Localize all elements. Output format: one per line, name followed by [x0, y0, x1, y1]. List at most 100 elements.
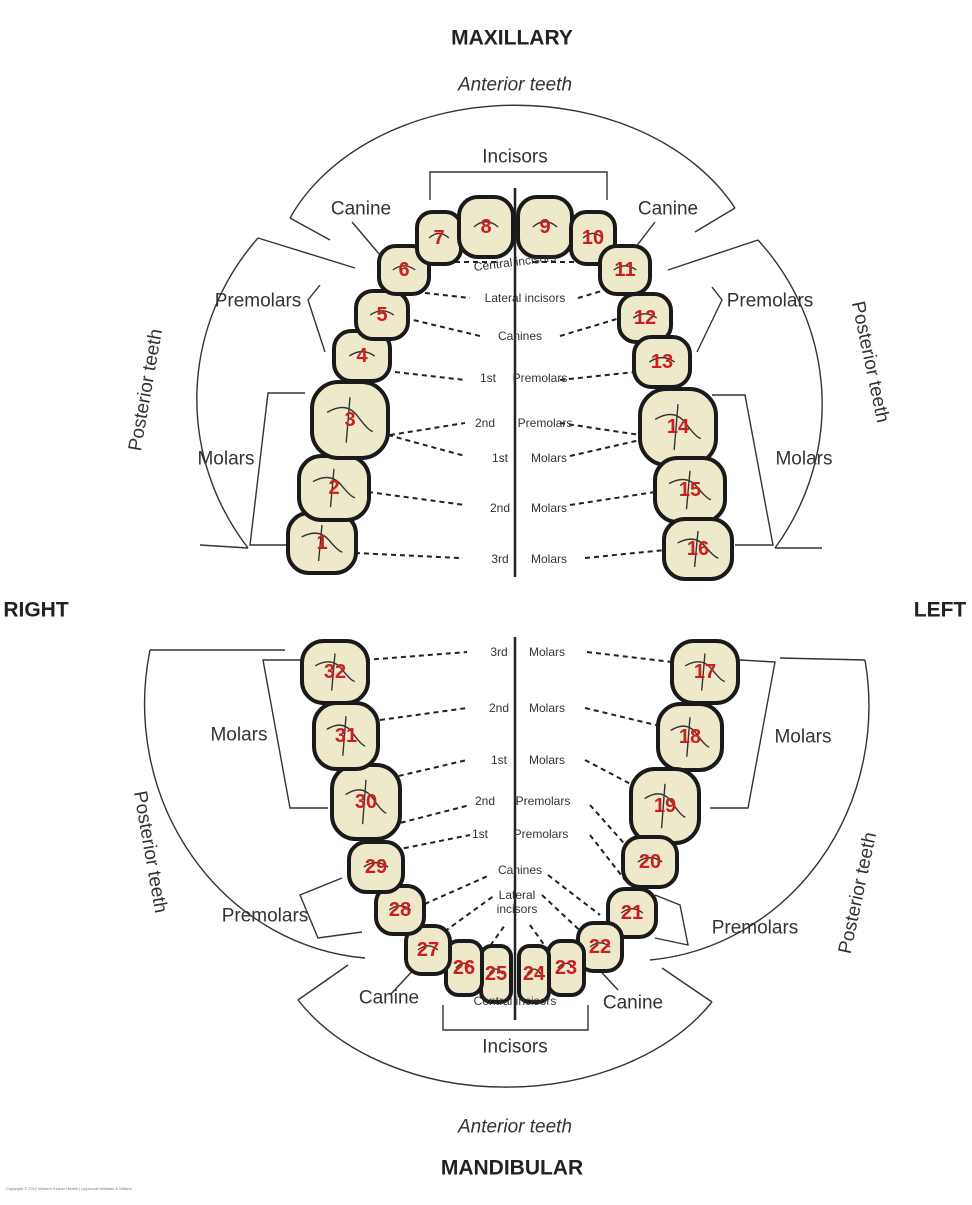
upper-mid-label-7: 2nd: [490, 501, 510, 515]
upper-canine-label-left: Canine: [331, 199, 391, 220]
tooth-31[interactable]: 31: [312, 701, 380, 771]
tooth-19[interactable]: 19: [629, 767, 701, 845]
upper-mid-label-7-b: Molars: [531, 501, 567, 515]
tooth-12[interactable]: 12: [617, 292, 673, 344]
tooth-7[interactable]: 7: [415, 210, 463, 266]
tooth-6[interactable]: 6: [377, 244, 431, 296]
tooth-11[interactable]: 11: [598, 244, 652, 296]
tooth-fissure: [369, 310, 395, 316]
lower-mid-label-8: Central incisors: [474, 994, 557, 1008]
tooth-number: 18: [679, 726, 701, 748]
tooth-16[interactable]: 16: [662, 517, 734, 581]
tooth-crown: [598, 244, 652, 296]
upper-mid-label-8-b: Molars: [531, 552, 567, 566]
tooth-3[interactable]: 3: [310, 380, 390, 460]
lower-anterior-arc: [297, 999, 713, 1088]
tooth-number: 10: [582, 227, 604, 249]
tooth-14[interactable]: 14: [638, 387, 718, 467]
tooth-8[interactable]: 8: [457, 195, 515, 259]
tooth-30[interactable]: 30: [330, 763, 402, 841]
tooth-number: 19: [654, 795, 676, 817]
copyright-notice: Copyright © 2012 Wolters Kluwer Health |…: [6, 1186, 132, 1191]
lower-posterior-label-right: Posterior teeth: [835, 830, 881, 955]
tooth-fissure: [620, 908, 644, 914]
tooth-fissure: [326, 397, 373, 443]
upper-posterior-label-left: Posterior teeth: [125, 327, 167, 452]
upper-premolars-bracket-left: [307, 284, 326, 353]
lower-canine-label-right: Canine: [603, 993, 663, 1014]
upper-molars-label-left: Molars: [197, 449, 254, 470]
lower-connector-right-3: [389, 759, 468, 779]
tooth-fissure: [684, 653, 725, 691]
upper-connector-right-2: [424, 292, 471, 299]
upper-connector-right-3: [404, 317, 481, 337]
lower-mid-label-7-b: incisors: [497, 902, 538, 916]
lower-molars-bracket-left: [262, 659, 328, 809]
tooth-fissure: [654, 404, 701, 450]
tooth-32[interactable]: 32: [300, 639, 370, 705]
tooth-17[interactable]: 17: [670, 639, 740, 705]
tooth-13[interactable]: 13: [632, 335, 692, 389]
tooth-number: 27: [417, 939, 439, 961]
tooth-21[interactable]: 21: [606, 887, 658, 939]
tooth-fissure: [326, 716, 366, 756]
tooth-number: 7: [433, 227, 444, 249]
tooth-number: 11: [614, 259, 635, 281]
lower-mid-label-1: 3rd: [490, 645, 507, 659]
lower-connector-left-1: [586, 651, 673, 663]
upper-mid-label-6-b: Molars: [531, 451, 567, 465]
tooth-28[interactable]: 28: [374, 884, 426, 936]
tooth-number: 3: [344, 409, 355, 431]
tooth-fissure: [557, 962, 575, 969]
tooth-crown: [656, 702, 724, 772]
lower-connector-left-2: [584, 707, 661, 727]
tooth-9[interactable]: 9: [516, 195, 574, 259]
tooth-fissure: [670, 717, 710, 757]
lower-connector-left-3: [584, 759, 643, 791]
tooth-fissure: [632, 313, 658, 319]
lower-posterior-arc-left: [143, 649, 366, 959]
upper-mid-label-6: 1st: [492, 451, 509, 465]
lower-mid-label-4-b: Premolars: [516, 794, 571, 808]
upper-connector-left-2: [577, 289, 606, 299]
tooth-24[interactable]: 24: [517, 944, 551, 1004]
lower-molars-bracket-right: [710, 659, 776, 809]
mandibular-title: MANDIBULAR: [441, 1157, 583, 1180]
lower-molars-label-left: Molars: [210, 725, 267, 746]
tooth-29[interactable]: 29: [347, 840, 405, 894]
tooth-27[interactable]: 27: [404, 924, 452, 976]
upper-connector-right-6: [387, 434, 466, 457]
tooth-2[interactable]: 2: [297, 454, 371, 522]
tooth-fissure: [312, 468, 356, 508]
tooth-fissure: [488, 968, 504, 975]
tooth-number: 24: [523, 963, 546, 985]
tooth-number: 22: [589, 936, 611, 958]
tooth-crown: [621, 835, 679, 889]
upper-mid-label-5-b: Premolars: [518, 416, 573, 430]
upper-connector-right-4: [394, 371, 466, 381]
tooth-number: 9: [539, 216, 550, 238]
tooth-number: 6: [398, 259, 409, 281]
upper-mid-label-5: 2nd: [475, 416, 495, 430]
upper-incisors-label: Incisors: [482, 147, 547, 168]
upper-connector-left-4: [559, 371, 636, 381]
tooth-25[interactable]: 25: [479, 944, 513, 1004]
tooth-number: 5: [376, 304, 387, 326]
tooth-5[interactable]: 5: [354, 289, 410, 341]
tooth-22[interactable]: 22: [576, 921, 624, 973]
tooth-15[interactable]: 15: [653, 456, 727, 524]
tooth-crown: [300, 639, 370, 705]
tooth-18[interactable]: 18: [656, 702, 724, 772]
lower-mid-label-6: Canines: [498, 863, 542, 877]
lower-mid-label-7: Lateral: [499, 888, 536, 902]
tooth-crown: [457, 195, 515, 259]
tooth-23[interactable]: 23: [546, 939, 586, 997]
lower-molars-label-right: Molars: [774, 727, 831, 748]
tooth-20[interactable]: 20: [621, 835, 679, 889]
lower-connector-left-5: [589, 834, 626, 881]
upper-molars-bracket-left: [249, 392, 305, 546]
lower-connector-right-1: [364, 651, 468, 661]
tooth-fissure: [526, 968, 542, 975]
lower-canine-label-left: Canine: [359, 988, 419, 1009]
lower-anterior-label: Anterior teeth: [457, 1117, 572, 1138]
